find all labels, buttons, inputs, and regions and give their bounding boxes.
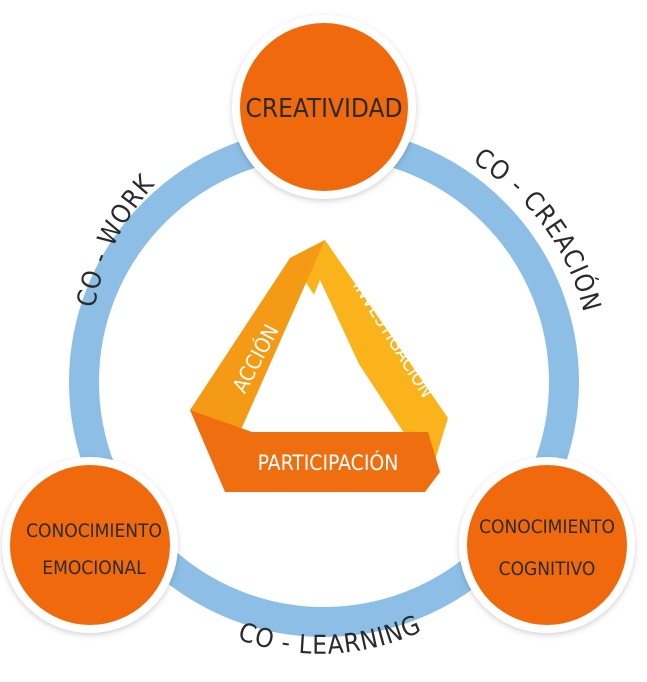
node-conocimiento-emocional-line2: EMOCIONAL <box>42 557 146 579</box>
triangle-band-investigacion <box>290 240 448 470</box>
node-conocimiento-emocional <box>2 457 178 633</box>
central-triangle <box>190 240 448 492</box>
node-conocimiento-emocional-line1: CONOCIMIENTO <box>26 520 162 542</box>
node-creatividad <box>232 15 416 199</box>
triangle-label-participacion: PARTICIPACIÓN <box>258 450 399 475</box>
triangle-band-accion <box>190 240 325 472</box>
node-conocimiento-cognitivo <box>459 457 635 633</box>
node-creatividad-label: CREATIVIDAD <box>246 94 403 124</box>
triangle-inner <box>262 280 385 420</box>
node-conocimiento-cognitivo-line2: COGNITIVO <box>499 558 596 580</box>
node-conocimiento-cognitivo-line1: CONOCIMIENTO <box>479 516 615 538</box>
triangle-band-participacion <box>190 410 440 492</box>
